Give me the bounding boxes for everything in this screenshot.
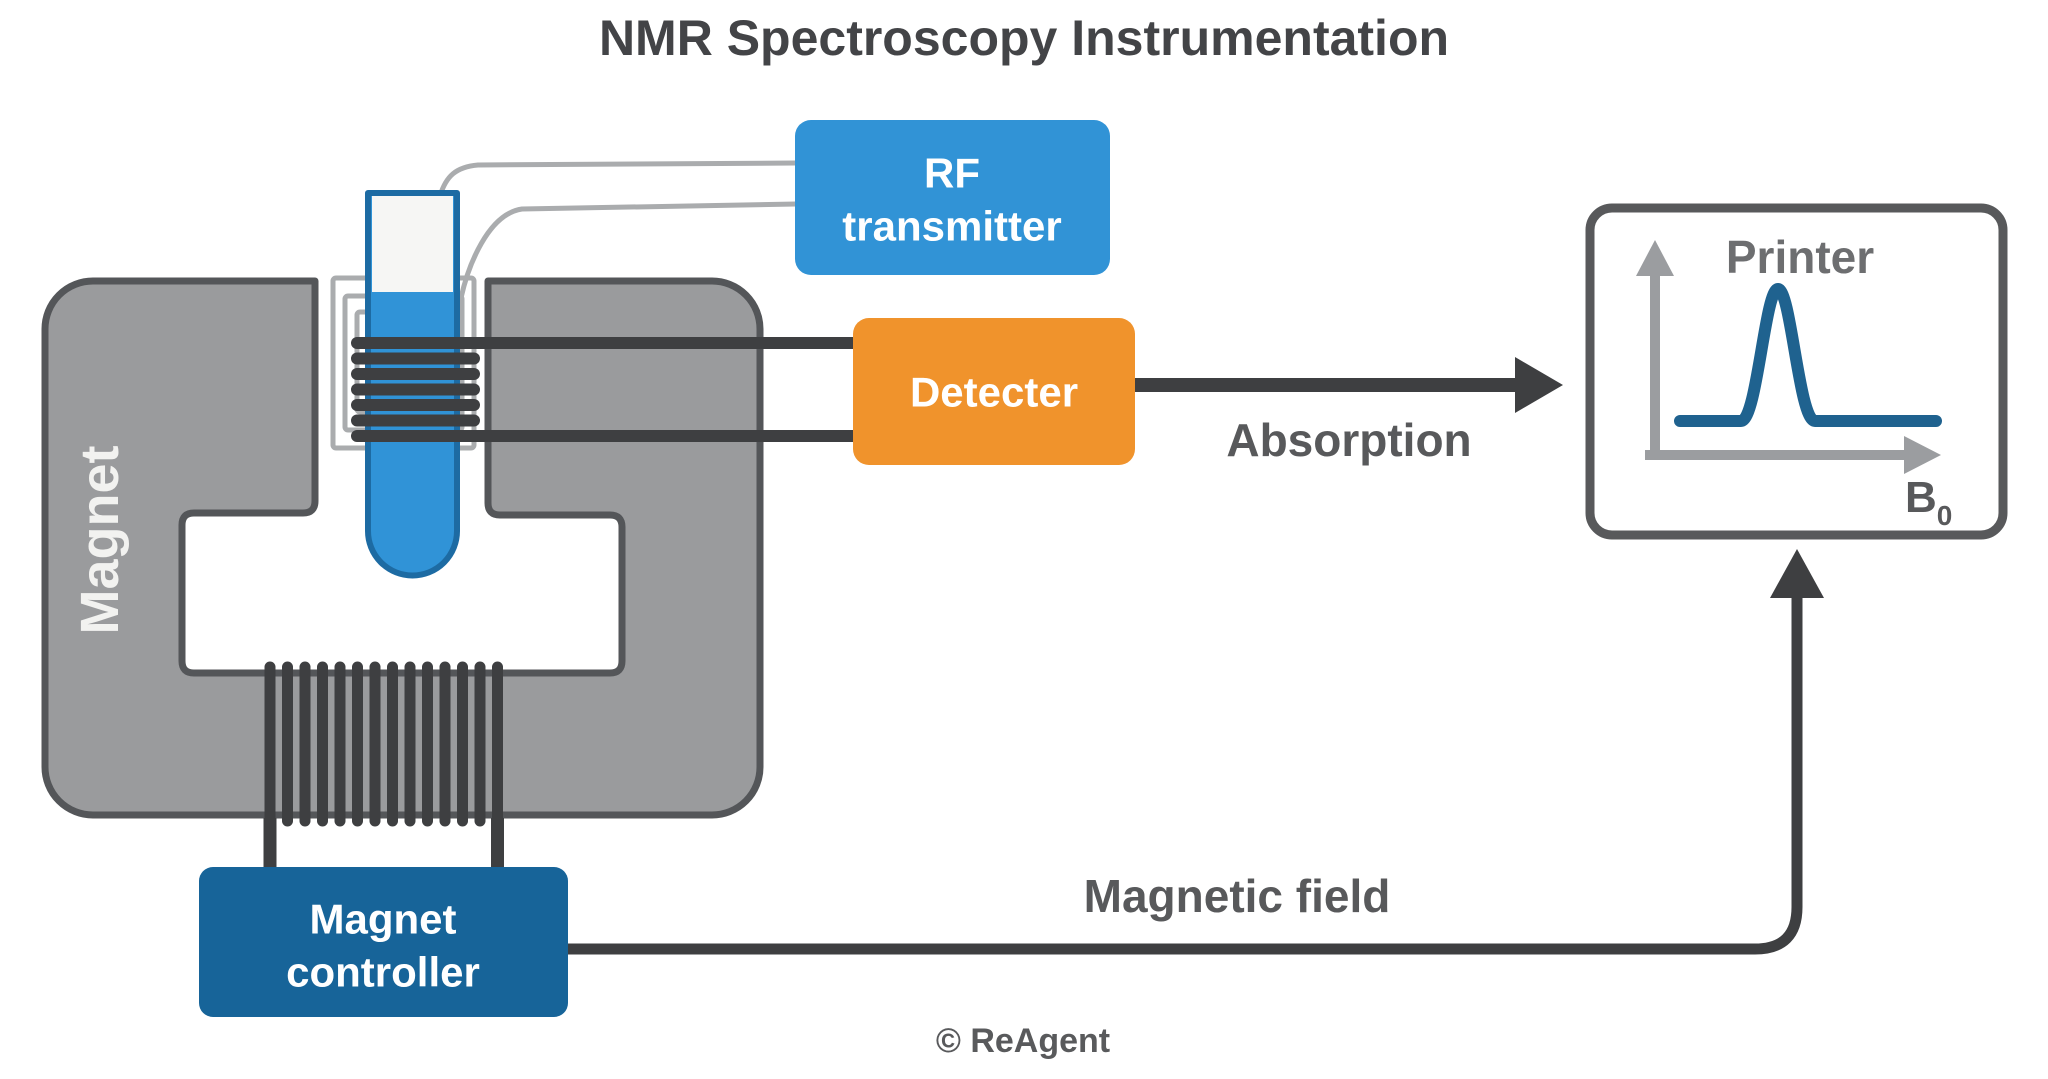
diagram-title: NMR Spectroscopy Instrumentation [599, 10, 1449, 66]
magnet-body [41, 277, 764, 819]
spectrum-peak-curve [1674, 283, 1942, 427]
rf-wire-top [437, 160, 799, 199]
detecter-label: Detecter [910, 369, 1078, 416]
magnetic-field-label: Magnetic field [1084, 870, 1391, 922]
electromagnet-coil [264, 661, 503, 827]
rf-wire-bottom [458, 201, 799, 301]
absorption-label: Absorption [1226, 414, 1471, 466]
printer-label: Printer [1726, 231, 1874, 283]
copyright-text: © ReAgent [936, 1022, 1110, 1060]
rf-transmitter-label-line2: transmitter [842, 203, 1061, 250]
magnet-controller-label-line1: Magnet [310, 896, 457, 943]
rf-coil-bars [351, 337, 862, 442]
magnetic-field-line [568, 594, 1803, 955]
magnetic-field-arrowhead [1770, 549, 1824, 598]
b0-axis-label: B0 [1905, 473, 1952, 531]
printer-x-axis-arrowhead [1904, 436, 1941, 474]
rf-transmitter-box [795, 120, 1110, 275]
tube-empty-section [372, 196, 453, 292]
detecter-box [853, 318, 1135, 465]
absorption-arrowhead [1515, 357, 1563, 413]
magnet-controller-label-line2: controller [286, 949, 480, 996]
magnet-label: Magnet [70, 445, 130, 634]
magnet-controller-box [199, 867, 568, 1017]
rf-transmitter-label-line1: RF [924, 150, 980, 197]
printer-y-axis-arrowhead [1636, 240, 1674, 276]
